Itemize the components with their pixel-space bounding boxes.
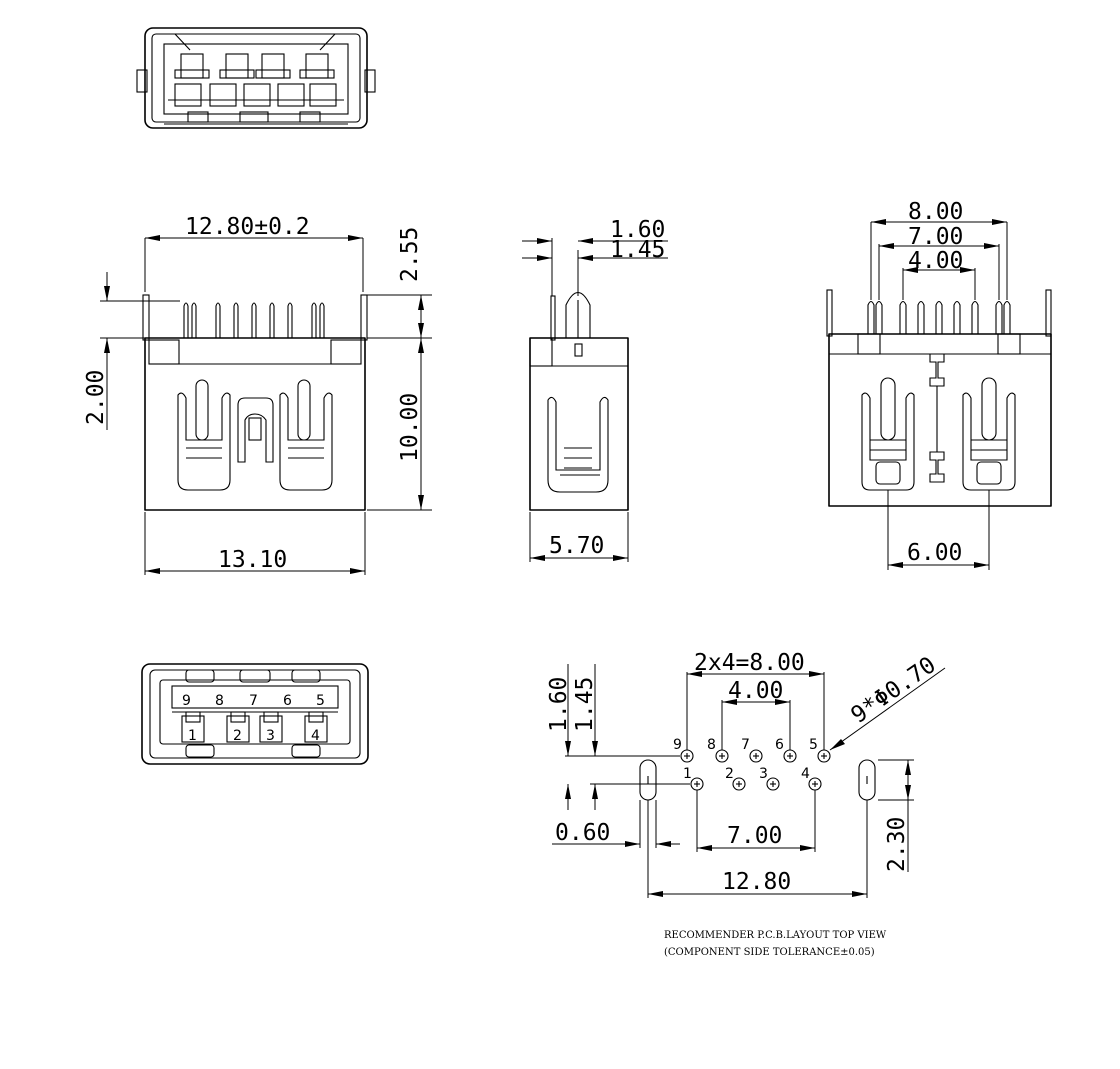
side-view: 1.60 1.45 5.70: [522, 217, 668, 562]
pcb-row-offset-b-label: 1.45: [572, 677, 598, 732]
pcb-slot-span-label: 12.80: [722, 869, 791, 895]
port-pin-6: 6: [283, 693, 292, 709]
port-pin-1: 1: [188, 728, 197, 744]
top-view: [136, 27, 376, 129]
port-pin-7: 7: [249, 693, 258, 709]
hole-label-6: 6: [775, 737, 784, 753]
port-pin-3: 3: [266, 728, 275, 744]
back-outer-span-label: 8.00: [908, 199, 963, 225]
step-height-label: 2.00: [83, 370, 109, 425]
pcb-slot-width-label: 0.60: [555, 820, 610, 846]
port-view: 9 8 7 6 5 1 2 3 4: [141, 663, 369, 765]
pin-height-label: 2.55: [397, 227, 423, 282]
hole-label-2: 2: [725, 766, 734, 782]
pcb-note-line2: (COMPONENT SIDE TOLERANCE±0.05): [664, 947, 875, 958]
pcb-row-pitch-label: 7.00: [727, 823, 782, 849]
hole-label-5: 5: [809, 737, 818, 753]
hole-label-9: 9: [673, 737, 682, 753]
hole-label-7: 7: [741, 737, 750, 753]
front-view: 12.80±0.2 13.10 2.55 10.00 2.00: [83, 214, 432, 575]
side-offset-a-label: 1.60: [610, 217, 665, 243]
hole-label-4: 4: [801, 766, 810, 782]
hole-label-1: 1: [683, 766, 692, 782]
hole-label-8: 8: [707, 737, 716, 753]
back-mid-span-label: 7.00: [908, 224, 963, 250]
port-pin-8: 8: [215, 693, 224, 709]
back-lower-span-label: 6.00: [907, 540, 962, 566]
port-pin-4: 4: [311, 728, 320, 744]
pcb-layout: 9 8 7 6 5 1 2 3 4 2x4=8.00 4.00 9*Φ0.70: [546, 650, 946, 958]
back-inner-span-label: 4.00: [908, 248, 963, 274]
pcb-note-line1: RECOMMENDER P.C.B.LAYOUT TOP VIEW: [664, 930, 887, 941]
body-height-label: 10.00: [397, 393, 423, 462]
hole-label-3: 3: [759, 766, 768, 782]
side-offset-b-label: 1.45: [610, 237, 665, 263]
back-view: 8.00 7.00 4.00 6.00: [826, 199, 1052, 570]
port-pin-9: 9: [182, 693, 191, 709]
pcb-inner-pitch-label: 4.00: [728, 678, 783, 704]
pcb-row-offset-a-label: 1.60: [546, 677, 572, 732]
side-depth-label: 5.70: [549, 533, 604, 559]
pcb-hole-spec-label: 9*Φ0.70: [847, 652, 941, 729]
front-width-bottom-label: 13.10: [218, 547, 287, 573]
pcb-pitch-total-label: 2x4=8.00: [694, 650, 805, 676]
port-pin-5: 5: [316, 693, 325, 709]
front-width-top-label: 12.80±0.2: [185, 214, 310, 240]
pcb-slot-height-label: 2.30: [884, 817, 910, 872]
port-pin-2: 2: [233, 728, 242, 744]
